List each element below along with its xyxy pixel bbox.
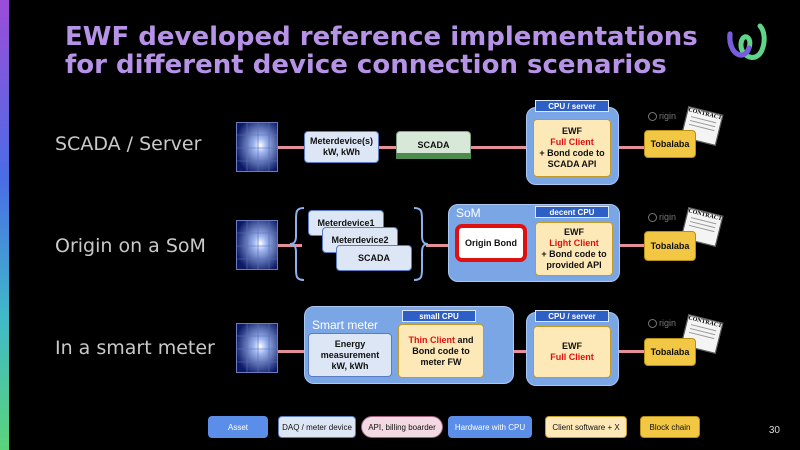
connection-line (262, 350, 304, 353)
meter-line: Energy (334, 338, 366, 349)
row-label-som: Origin on a SoM (55, 235, 206, 257)
client-line: EWF (564, 227, 584, 237)
row-label-smart-meter: In a smart meter (55, 337, 215, 359)
origin-bond-box: Origin Bond (455, 224, 527, 262)
scada-bar (396, 153, 471, 159)
meter-label: Meterdevice(s) (309, 136, 374, 146)
meter-units: kW, kWh (322, 147, 360, 157)
ewf-logo-icon (727, 23, 767, 60)
origin-logo: rigin (648, 318, 676, 328)
client-type: Full Client (550, 352, 594, 362)
cpu-tag-server-3: CPU / server (535, 310, 609, 322)
cpu-tag-small: small CPU (402, 310, 476, 322)
tobalaba-box: Tobalaba (644, 338, 696, 366)
legend-hardware: Hardware with CPU (448, 416, 532, 438)
chain-label: Tobalaba (650, 346, 690, 357)
origin-text: rigin (659, 212, 677, 222)
meterdevice-box: Meterdevice(s) kW, kWh (304, 131, 379, 163)
origin-mark-icon (648, 111, 657, 121)
smart-meter-label: Smart meter (312, 318, 379, 332)
meter-label: Meterdevice2 (331, 234, 389, 245)
origin-logo: rigin (648, 111, 676, 121)
client-line: EWF (562, 341, 582, 351)
tobalaba-box: Tobalaba (644, 231, 696, 261)
chain-label: Tobalaba (650, 138, 690, 149)
scada-label: SCADA (417, 140, 450, 150)
brace-icon (289, 207, 429, 281)
slide-title: EWF developed reference implementations … (65, 22, 698, 80)
origin-mark-icon (648, 318, 657, 328)
ewf-light-client-box: EWF Light Client + Bond code to provided… (535, 222, 613, 276)
thin-client-and: and (454, 334, 474, 345)
solar-panel-icon (236, 220, 278, 270)
legend-chain: Block chain (640, 416, 700, 438)
page-number: 30 (768, 425, 780, 436)
legend-daq: DAQ / meter device (278, 416, 356, 438)
origin-logo: rigin (648, 212, 676, 222)
thin-client-label: Thin Client (408, 334, 455, 345)
chain-label: Tobalaba (650, 240, 690, 251)
cpu-tag-decent: decent CPU (535, 206, 609, 218)
connection-line (262, 244, 302, 247)
solar-panel-icon (236, 122, 278, 172)
origin-mark-icon (648, 212, 657, 222)
tobalaba-box: Tobalaba (644, 130, 696, 158)
client-line: EWF (562, 126, 582, 136)
meter-label: Meterdevice1 (317, 217, 375, 228)
row-label-scada: SCADA / Server (55, 133, 202, 155)
client-type: Light Client (549, 238, 599, 248)
energy-measurement-box: Energy measurement kW, kWh (308, 333, 392, 377)
scada-device-box: SCADA (336, 245, 412, 271)
gradient-side-bar (0, 0, 9, 450)
client-line: provided API (546, 260, 602, 270)
legend-client: Client software + X (545, 416, 627, 438)
meter-label: SCADA (357, 252, 390, 263)
meter-line: measurement (320, 349, 380, 360)
thin-client-box: Thin Client and Bond code to meter FW (398, 324, 484, 378)
legend-api: API, billing boarder (361, 416, 443, 438)
thin-client-line: meter FW (420, 356, 462, 367)
ewf-full-client-box: EWF Full Client (533, 326, 611, 378)
legend-asset: Asset (208, 416, 268, 438)
solar-panel-icon (236, 323, 278, 373)
som-label: SoM (456, 206, 481, 220)
cpu-tag-server-1: CPU / server (535, 100, 609, 112)
meter-line: kW, kWh (331, 360, 369, 371)
origin-text: rigin (659, 111, 677, 121)
client-line: + Bond code to (541, 249, 607, 259)
origin-text: rigin (659, 318, 677, 328)
client-type: Full Client (550, 137, 594, 147)
client-line: + Bond code to (539, 148, 605, 158)
scada-box: SCADA (396, 131, 471, 157)
client-line: SCADA API (547, 159, 597, 169)
thin-client-line: Bond code to (412, 345, 470, 356)
bond-label: Origin Bond (465, 237, 517, 248)
ewf-full-client-box: EWF Full Client + Bond code to SCADA API (533, 119, 611, 177)
